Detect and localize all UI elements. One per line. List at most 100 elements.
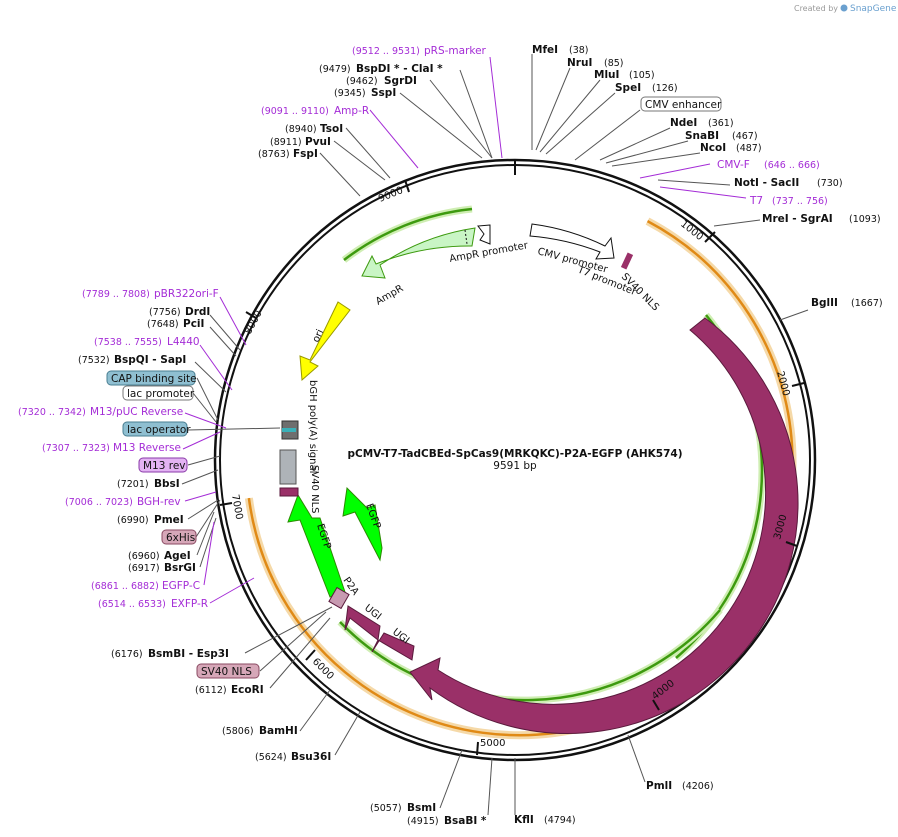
- svg-text:(5624): (5624): [255, 752, 287, 763]
- svg-text:(1667): (1667): [851, 298, 883, 309]
- svg-text:(6176): (6176): [111, 649, 143, 660]
- ugi-arrow-2[interactable]: [344, 605, 381, 641]
- site-mlui: MluI: [594, 69, 619, 81]
- lac-promoter-box[interactable]: [122, 385, 194, 401]
- site-bbsi: BbsI: [154, 478, 180, 490]
- svg-text:(467): (467): [732, 131, 758, 142]
- site-bamhi: BamHI: [259, 725, 298, 737]
- ori-label: ori: [311, 328, 326, 344]
- svg-text:(4206): (4206): [682, 781, 714, 792]
- cas9-feature-arrow[interactable]: [409, 317, 799, 734]
- site-ndei: NdeI: [670, 117, 697, 129]
- svg-text:(6917): (6917): [128, 563, 160, 574]
- snapgene-brand-text: SnapGene: [850, 4, 897, 14]
- svg-text:(487): (487): [736, 143, 762, 154]
- primer-cmv-f: CMV-F: [717, 159, 750, 171]
- svg-text:(361): (361): [708, 118, 734, 129]
- svg-text:(8940): (8940): [285, 124, 317, 135]
- svg-text:5000: 5000: [480, 738, 505, 749]
- cap-binding-site-box[interactable]: [106, 370, 196, 386]
- svg-text:2000: 2000: [774, 370, 791, 397]
- cas9-feature-label: Cas9: [683, 575, 706, 602]
- svg-text:(9345): (9345): [334, 88, 366, 99]
- site-sgrdi: SgrDI: [384, 75, 417, 87]
- site-nrui: NruI: [567, 57, 592, 69]
- svg-text:(7538 .. 7555): (7538 .. 7555): [94, 337, 162, 348]
- svg-text:(9512 .. 9531): (9512 .. 9531): [352, 46, 420, 57]
- site-labels-left: (7789 .. 7808) pBR322ori-F (7756) DrdI (…: [18, 288, 714, 827]
- m13-rev-box[interactable]: [138, 457, 188, 473]
- cmv-enhancer-label: CMV enhancer: [645, 99, 722, 111]
- ugi-arrow-1[interactable]: [371, 632, 415, 661]
- svg-text:(5806): (5806): [222, 726, 254, 737]
- site-bsrgi: BsrGI: [164, 562, 196, 574]
- 6xhis-box[interactable]: [161, 529, 197, 545]
- lac-operator-label: lac operator: [127, 424, 191, 436]
- primer-t7: T7: [749, 195, 763, 207]
- svg-text:(85): (85): [604, 58, 624, 69]
- site-pmei: PmeI: [154, 514, 184, 526]
- plasmid-name: pCMV-T7-TadCBEd-SpCas9(MRKQKC)-P2A-EGFP …: [347, 448, 682, 460]
- site-fspi: FspI: [293, 148, 318, 160]
- svg-text:(730): (730): [817, 178, 843, 189]
- sv40-nls-feature-upper[interactable]: [620, 252, 634, 270]
- site-mrei-sgrai: MreI - SgrAI: [762, 213, 833, 225]
- sv40-nls-label-inner: SV40 NLS: [309, 465, 320, 514]
- svg-text:9000: 9000: [377, 185, 405, 205]
- bgh-polya-feature[interactable]: [279, 449, 297, 485]
- svg-text:(6861 .. 6882): (6861 .. 6882): [91, 581, 159, 592]
- svg-text:(7320 .. 7342): (7320 .. 7342): [18, 407, 86, 418]
- cap-binding-site-label: CAP binding site: [111, 373, 197, 385]
- cap-site-marker: [282, 428, 296, 432]
- site-mfei: MfeI: [532, 44, 558, 56]
- svg-text:(7006 .. 7023): (7006 .. 7023): [65, 497, 133, 508]
- created-by-text: Created by: [794, 4, 838, 13]
- svg-text:(1093): (1093): [849, 214, 881, 225]
- sv40-nls-box[interactable]: [196, 663, 260, 679]
- orf-arc-lower: [339, 609, 721, 702]
- p2a-feature[interactable]: [328, 586, 350, 610]
- sv40-nls-box-label: SV40 NLS: [201, 666, 252, 678]
- site-bsmi: BsmI: [407, 802, 436, 814]
- snapgene-logo-icon: [840, 4, 848, 12]
- lac-operator-box[interactable]: [122, 421, 188, 437]
- site-drdi: DrdI: [185, 306, 210, 318]
- primer-bgh-rev: BGH-rev: [137, 496, 181, 508]
- ori-arrow[interactable]: [299, 301, 351, 382]
- plasmid-length: 9591 bp: [493, 460, 537, 472]
- site-kfli: KflI: [514, 814, 534, 826]
- egfp-arrow-outer[interactable]: [287, 493, 346, 598]
- svg-text:(6990): (6990): [117, 515, 149, 526]
- svg-text:(105): (105): [629, 70, 655, 81]
- egfp-arrow-inner[interactable]: [342, 486, 383, 562]
- ampr-promoter-arrow[interactable]: [477, 224, 491, 245]
- site-spei: SpeI: [615, 82, 641, 94]
- primer-l4440: L4440: [167, 336, 200, 348]
- site-pvui: PvuI: [305, 136, 331, 148]
- orf-arc-ampr: [343, 207, 473, 261]
- cmv-promoter-arrow[interactable]: [529, 223, 615, 260]
- svg-text:(6514 .. 6533): (6514 .. 6533): [98, 599, 166, 610]
- site-bsmbi-esp3i: BsmBI - Esp3I: [148, 648, 229, 660]
- svg-text:(7532): (7532): [78, 355, 110, 366]
- site-bsu36i: Bsu36I: [291, 751, 331, 763]
- m13-rev-label: M13 rev: [143, 460, 186, 472]
- svg-text:(8763): (8763): [258, 149, 290, 160]
- site-ecori: EcoRI: [231, 684, 264, 696]
- cmv-enhancer-box[interactable]: [640, 96, 722, 112]
- sv40-nls-feature-lower[interactable]: [279, 487, 299, 497]
- site-ncoi: NcoI: [700, 142, 726, 154]
- svg-text:(9462): (9462): [346, 76, 378, 87]
- svg-text:(646 .. 666): (646 .. 666): [764, 160, 820, 171]
- svg-text:(6112): (6112): [195, 685, 227, 696]
- svg-text:(6960): (6960): [128, 551, 160, 562]
- svg-text:(7756): (7756): [149, 307, 181, 318]
- 6xhis-label: 6xHis: [166, 532, 195, 544]
- site-bsabi: BsaBI *: [444, 815, 487, 827]
- ampr-arrow[interactable]: [361, 227, 476, 279]
- primer-egfp-c: EGFP-C: [162, 580, 200, 592]
- svg-text:7000: 7000: [229, 494, 244, 521]
- tick-marks: [219, 160, 805, 756]
